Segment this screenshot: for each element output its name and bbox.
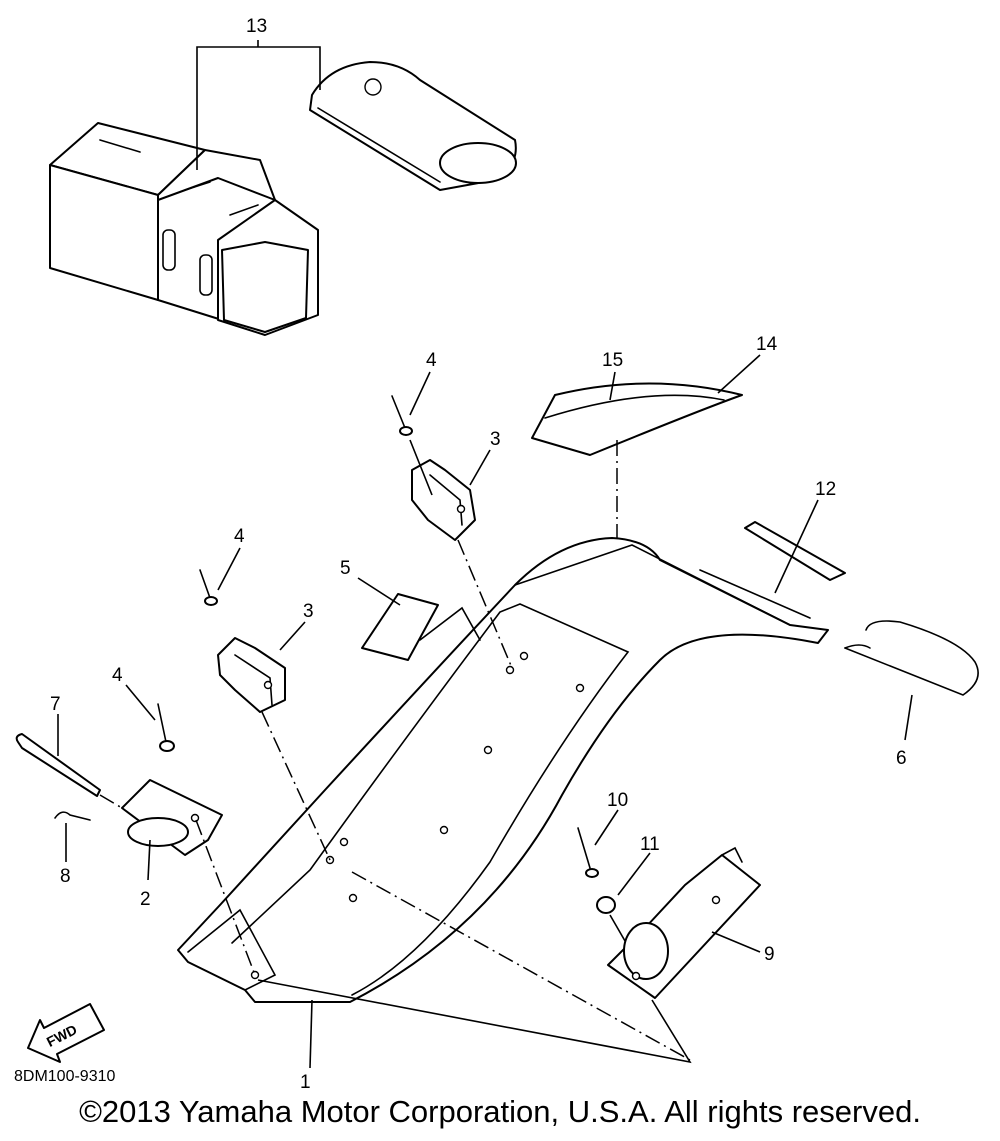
callout-3-upper: 3 xyxy=(490,429,501,450)
part-6-hook xyxy=(844,620,979,696)
reference-code: 8DM100-9310 xyxy=(14,1068,116,1085)
callout-4-middle: 4 xyxy=(234,526,245,547)
callout-5: 5 xyxy=(340,558,351,579)
callout-4-upper: 4 xyxy=(426,350,437,371)
callout-11: 11 xyxy=(640,834,660,855)
part-4-middle-screw xyxy=(199,569,218,606)
callout-14: 14 xyxy=(756,334,778,355)
callout-7: 7 xyxy=(50,694,61,715)
part-9-bracket xyxy=(607,846,761,999)
callout-12: 12 xyxy=(815,479,836,500)
part-2-hinge xyxy=(121,779,223,856)
callout-3-lower: 3 xyxy=(303,601,314,622)
callout-8: 8 xyxy=(60,866,71,887)
part-3-upper-clip xyxy=(411,459,476,541)
part-8-cotter xyxy=(54,811,91,821)
part-13-bracket-leader xyxy=(196,40,321,170)
callout-2: 2 xyxy=(140,889,151,910)
fwd-arrow-icon: FWD xyxy=(27,1003,105,1063)
copyright-notice: ©2013 Yamaha Motor Corporation, U.S.A. A… xyxy=(79,1094,921,1129)
part-4-upper-screw xyxy=(391,395,413,436)
callout-4-lower: 4 xyxy=(112,665,123,686)
callout-10: 10 xyxy=(607,790,628,811)
part-3-lower-clip xyxy=(217,637,286,713)
callout-15: 15 xyxy=(602,350,623,371)
callout-13: 13 xyxy=(246,16,267,37)
part-1-plate xyxy=(177,537,829,1003)
part-5-label xyxy=(361,593,439,661)
part-11-nut xyxy=(596,896,616,914)
callout-6: 6 xyxy=(896,748,907,769)
part-13-cover xyxy=(309,61,517,191)
part-4-lower-screw xyxy=(157,703,175,752)
part-14-15-decal xyxy=(531,382,743,456)
callout-1: 1 xyxy=(300,1072,311,1093)
callout-9: 9 xyxy=(764,944,775,965)
part-13-box xyxy=(49,122,319,336)
part-7-pin xyxy=(15,733,101,797)
part-10-bolt xyxy=(577,827,599,878)
